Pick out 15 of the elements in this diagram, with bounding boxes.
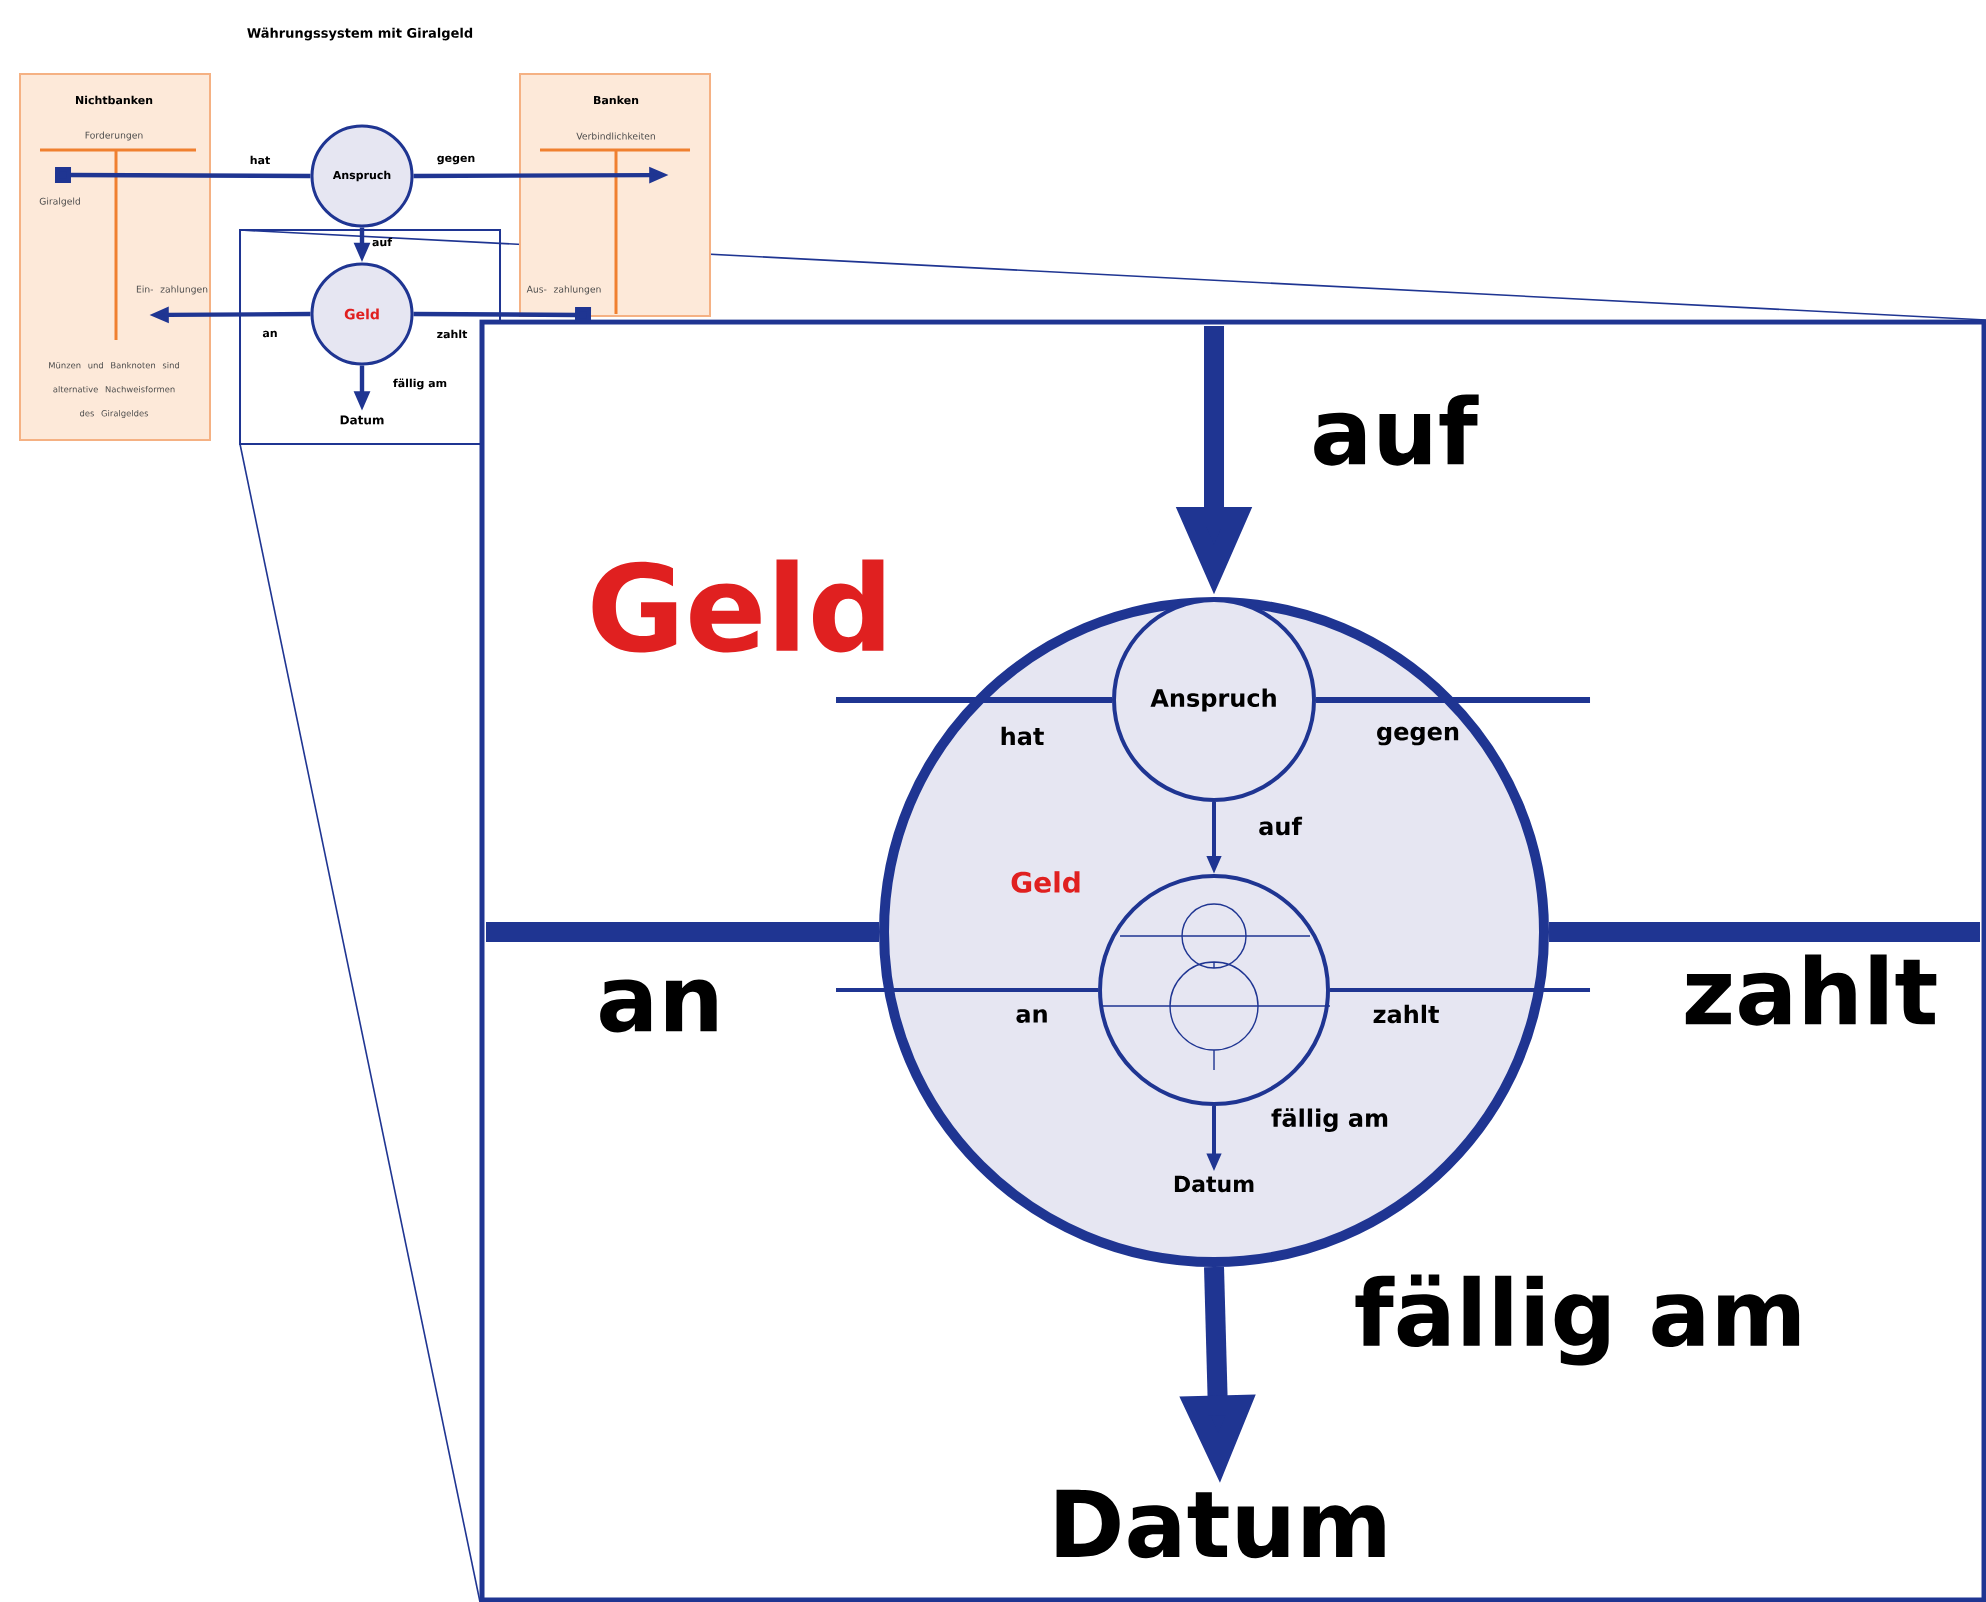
edge-label: zahlt (1373, 1004, 1439, 1024)
edge-label: fällig am (1271, 1108, 1388, 1132)
edge-label: an (1016, 1009, 1047, 1023)
circle-heading: Geld (1011, 871, 1080, 893)
circle-heading: Geld (592, 559, 884, 653)
date-label: Datum (1056, 1489, 1385, 1559)
edge-label: hat (1001, 726, 1044, 746)
edge-label: an (600, 979, 717, 1033)
edge-label: auf (1314, 394, 1479, 466)
edge-label: zahlt (1685, 954, 1937, 1026)
edge-label: fällig am (1355, 1274, 1800, 1366)
edge-label: gegen (1377, 726, 1459, 746)
arrow (413, 306, 592, 323)
edge-label: auf (1259, 816, 1303, 836)
date-label: Datum (1174, 1175, 1254, 1193)
